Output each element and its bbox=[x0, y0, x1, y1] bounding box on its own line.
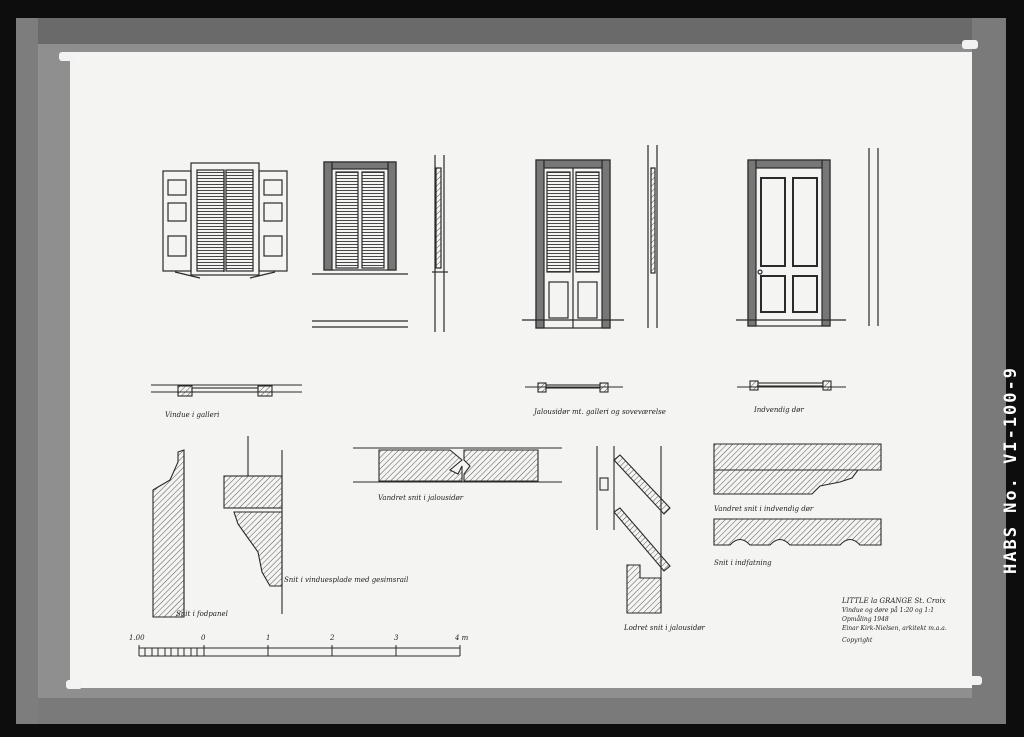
title-line-2: Vindue og døre på 1:20 og 1:1 bbox=[842, 607, 935, 614]
jalousie-door-section bbox=[647, 145, 658, 328]
title-line-4: Einar Kirk-Nielsen, arkitekt m.a.a. bbox=[842, 625, 947, 632]
tape-bottom-left bbox=[66, 680, 82, 689]
window-section bbox=[432, 155, 448, 332]
interior-door-elevation bbox=[736, 159, 846, 327]
paper-sheet bbox=[70, 52, 972, 688]
plan-jalousie-door bbox=[525, 382, 623, 393]
caption-vinduesplade: Snit i vinduesplade med gesimsrail bbox=[284, 576, 409, 584]
tape-top-right bbox=[962, 40, 978, 49]
scale-label-1: 0 bbox=[201, 634, 206, 642]
caption-lodret-jalousidor: Lodret snit i jalousidør bbox=[624, 624, 705, 632]
title-line-1: LITTLE la GRANGE St. Croix bbox=[842, 597, 946, 605]
habs-sheet-number: HABS No. VI-100-9 bbox=[1001, 366, 1021, 574]
caption-indfatning: Snit i indfatning bbox=[714, 559, 772, 567]
plan-window-gallery bbox=[151, 384, 302, 397]
scale-label-4: 3 bbox=[394, 634, 399, 642]
interior-door-section bbox=[868, 148, 879, 326]
detail-vandret-jalousidor bbox=[353, 447, 562, 483]
caption-fodpanel: Snit i fodpanel bbox=[176, 610, 228, 618]
caption-vandret-jalousidor: Vandret snit i jalousidør bbox=[378, 494, 464, 502]
title-block: LITTLE la GRANGE St. Croix Vindue og dør… bbox=[842, 597, 947, 645]
title-line-3: Opmåling 1948 bbox=[842, 616, 889, 623]
detail-fodpanel bbox=[152, 449, 185, 618]
caption-jalousie-door: Jalousidør mt. galleri og soveværelse bbox=[534, 408, 666, 416]
caption-window-gallery: Vindue i galleri bbox=[165, 411, 220, 419]
caption-vandret-indvendig: Vandret snit i indvendig dør bbox=[714, 505, 814, 513]
window-gallery-elevation bbox=[162, 162, 288, 279]
tape-bottom-right bbox=[966, 676, 982, 685]
scale-label-5: 4 m bbox=[455, 634, 469, 642]
detail-lodret-jalousidor bbox=[596, 446, 671, 614]
tape-top-left bbox=[59, 52, 75, 61]
scale-label-2: 1 bbox=[266, 634, 271, 642]
scale-label-0: 1.00 bbox=[129, 634, 145, 642]
scale-bar bbox=[138, 645, 461, 657]
jalousie-door-elevation bbox=[522, 159, 624, 329]
detail-indfatning bbox=[713, 518, 882, 546]
plan-interior-door bbox=[737, 380, 846, 391]
title-line-5: Copyright bbox=[842, 637, 873, 644]
caption-interior-door: Indvendig dør bbox=[754, 406, 804, 414]
detail-vandret-indvendig bbox=[713, 443, 882, 495]
scale-label-3: 2 bbox=[330, 634, 335, 642]
detail-vinduesplade bbox=[223, 436, 283, 614]
window-elevation bbox=[312, 161, 408, 328]
